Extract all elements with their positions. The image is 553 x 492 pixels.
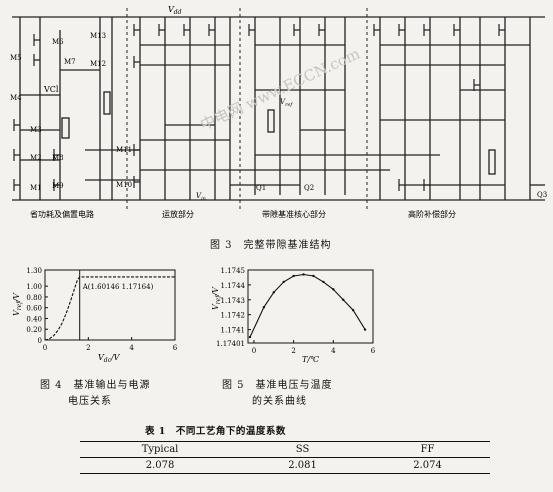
- section-labels: 省功耗及偏置电路 运放部分 带隙基准核心部分 高阶补偿部分: [30, 209, 456, 219]
- data-point: [351, 309, 355, 312]
- x-tick-label: 4: [129, 344, 134, 352]
- data-point: [282, 280, 285, 284]
- vin-label: Vin: [196, 192, 206, 202]
- section-opamp: 运放部分: [162, 209, 194, 219]
- section-compensation: 高阶补偿部分: [408, 209, 456, 219]
- y-tick-label: 0.40: [26, 315, 42, 323]
- y-tick-label: 0.80: [26, 294, 42, 302]
- vcl-label: VCl: [43, 85, 59, 94]
- fig5-ylabel: Vref/V: [211, 286, 222, 310]
- data-point: [332, 288, 335, 291]
- figure3-caption: 图 3 完整带隙基准结构: [210, 240, 332, 251]
- x-tick-label: 0: [43, 344, 47, 352]
- m4-label: M4: [10, 94, 22, 102]
- annotation-label: A(1.60146 1.17164): [82, 283, 154, 291]
- section-bias: 省功耗及偏置电路: [30, 209, 94, 219]
- m5-label: M5: [10, 54, 22, 62]
- table-header-cell: Typical: [80, 441, 241, 458]
- table-row: 2.078 2.081 2.074: [80, 457, 490, 474]
- m11-label: M11: [116, 146, 132, 154]
- m6-label: M6: [52, 38, 64, 46]
- fig4-caption-line1: 图 4 基准输出与电源: [40, 380, 151, 391]
- fig5-caption-line2: 的关系曲线: [252, 396, 307, 407]
- q3-label: Q3: [537, 191, 547, 199]
- y-tick-label: 1.1743: [221, 297, 246, 305]
- m2-label: M2: [30, 154, 42, 162]
- m9-label: M9: [52, 182, 64, 190]
- x-tick-label: 2: [86, 344, 90, 352]
- y-tick-label: 0.20: [26, 326, 42, 334]
- table-header-cell: FF: [365, 441, 490, 458]
- q2-label: Q2: [304, 184, 314, 192]
- section-core: 带隙基准核心部分: [262, 209, 326, 219]
- y-tick-label: 1.1744: [221, 282, 246, 290]
- y-tick-label: 0.60: [26, 305, 42, 313]
- m3-label: M3: [30, 126, 42, 134]
- fig5-caption-line1: 图 5 基准电压与温度: [222, 380, 333, 391]
- x-tick-label: 4: [331, 347, 336, 355]
- y-tick-label: 1.30: [26, 267, 42, 275]
- data-point: [272, 291, 275, 294]
- q1-label: Q1: [256, 184, 266, 192]
- series-line: [44, 276, 175, 341]
- data-point: [262, 306, 266, 309]
- m8-label: M8: [52, 154, 64, 162]
- x-tick-label: 6: [173, 344, 178, 352]
- m7-label: M7: [64, 58, 76, 66]
- x-tick-label: 2: [291, 347, 295, 355]
- series-line: [249, 273, 366, 338]
- y-tick-label: 1.1742: [221, 312, 246, 320]
- y-tick-label: 1.17401: [216, 340, 245, 348]
- fig4-ylabel: Vref/V: [12, 292, 23, 316]
- y-tick-label: 1.1741: [221, 327, 246, 335]
- data-point: [342, 298, 345, 301]
- data-point: [363, 328, 367, 331]
- table-cell: 2.074: [365, 457, 490, 474]
- y-tick-label: 0: [38, 337, 42, 345]
- data-point: [292, 274, 295, 278]
- fig4-chart: 0 0.20 0.40 0.60 0.80 1.00 1.30 0 2 4 6 A(1.60146 1…: [12, 267, 178, 364]
- x-tick-label: 0: [252, 347, 256, 355]
- table-header-row: Typical SS FF: [80, 441, 490, 458]
- y-tick-label: 1.1745: [221, 267, 246, 275]
- data-point: [248, 335, 252, 339]
- fig5-xlabel: T/℃: [302, 355, 320, 364]
- transistor-labels: M6 M5 M7 M4 M3 M2 M1 M8 M9 M10 M13 M12 M…: [10, 32, 547, 199]
- data-point: [312, 274, 315, 278]
- circuit-diagram: 中电网 www.ECCN.com Vdd Vref Vin VCl M6 M5 …: [10, 5, 547, 219]
- fig5-chart: 1.17401 1.1741 1.1742 1.1743 1.1744 1.1745 0 2 4…: [211, 267, 376, 364]
- vdd-label: Vdd: [168, 5, 182, 16]
- data-point: [302, 273, 305, 276]
- data-point: [322, 280, 325, 284]
- m13-label: M13: [90, 32, 106, 40]
- temperature-coefficient-table: Typical SS FF 2.078 2.081 2.074: [80, 441, 490, 474]
- table-header-cell: SS: [240, 441, 366, 458]
- m10-label: M10: [116, 181, 132, 189]
- m12-label: M12: [90, 60, 106, 68]
- vref-label: Vref: [280, 98, 293, 108]
- fig4-caption-line2: 电压关系: [68, 396, 112, 407]
- y-tick-label: 1.00: [26, 283, 42, 291]
- fig4-xlabel: Vdc/V: [98, 353, 121, 364]
- m1-label: M1: [30, 184, 42, 192]
- table-cell: 2.078: [80, 457, 241, 474]
- table-cell: 2.081: [240, 457, 366, 474]
- x-tick-label: 6: [371, 347, 376, 355]
- table-title: 表 1 不同工艺角下的温度系数: [145, 426, 286, 437]
